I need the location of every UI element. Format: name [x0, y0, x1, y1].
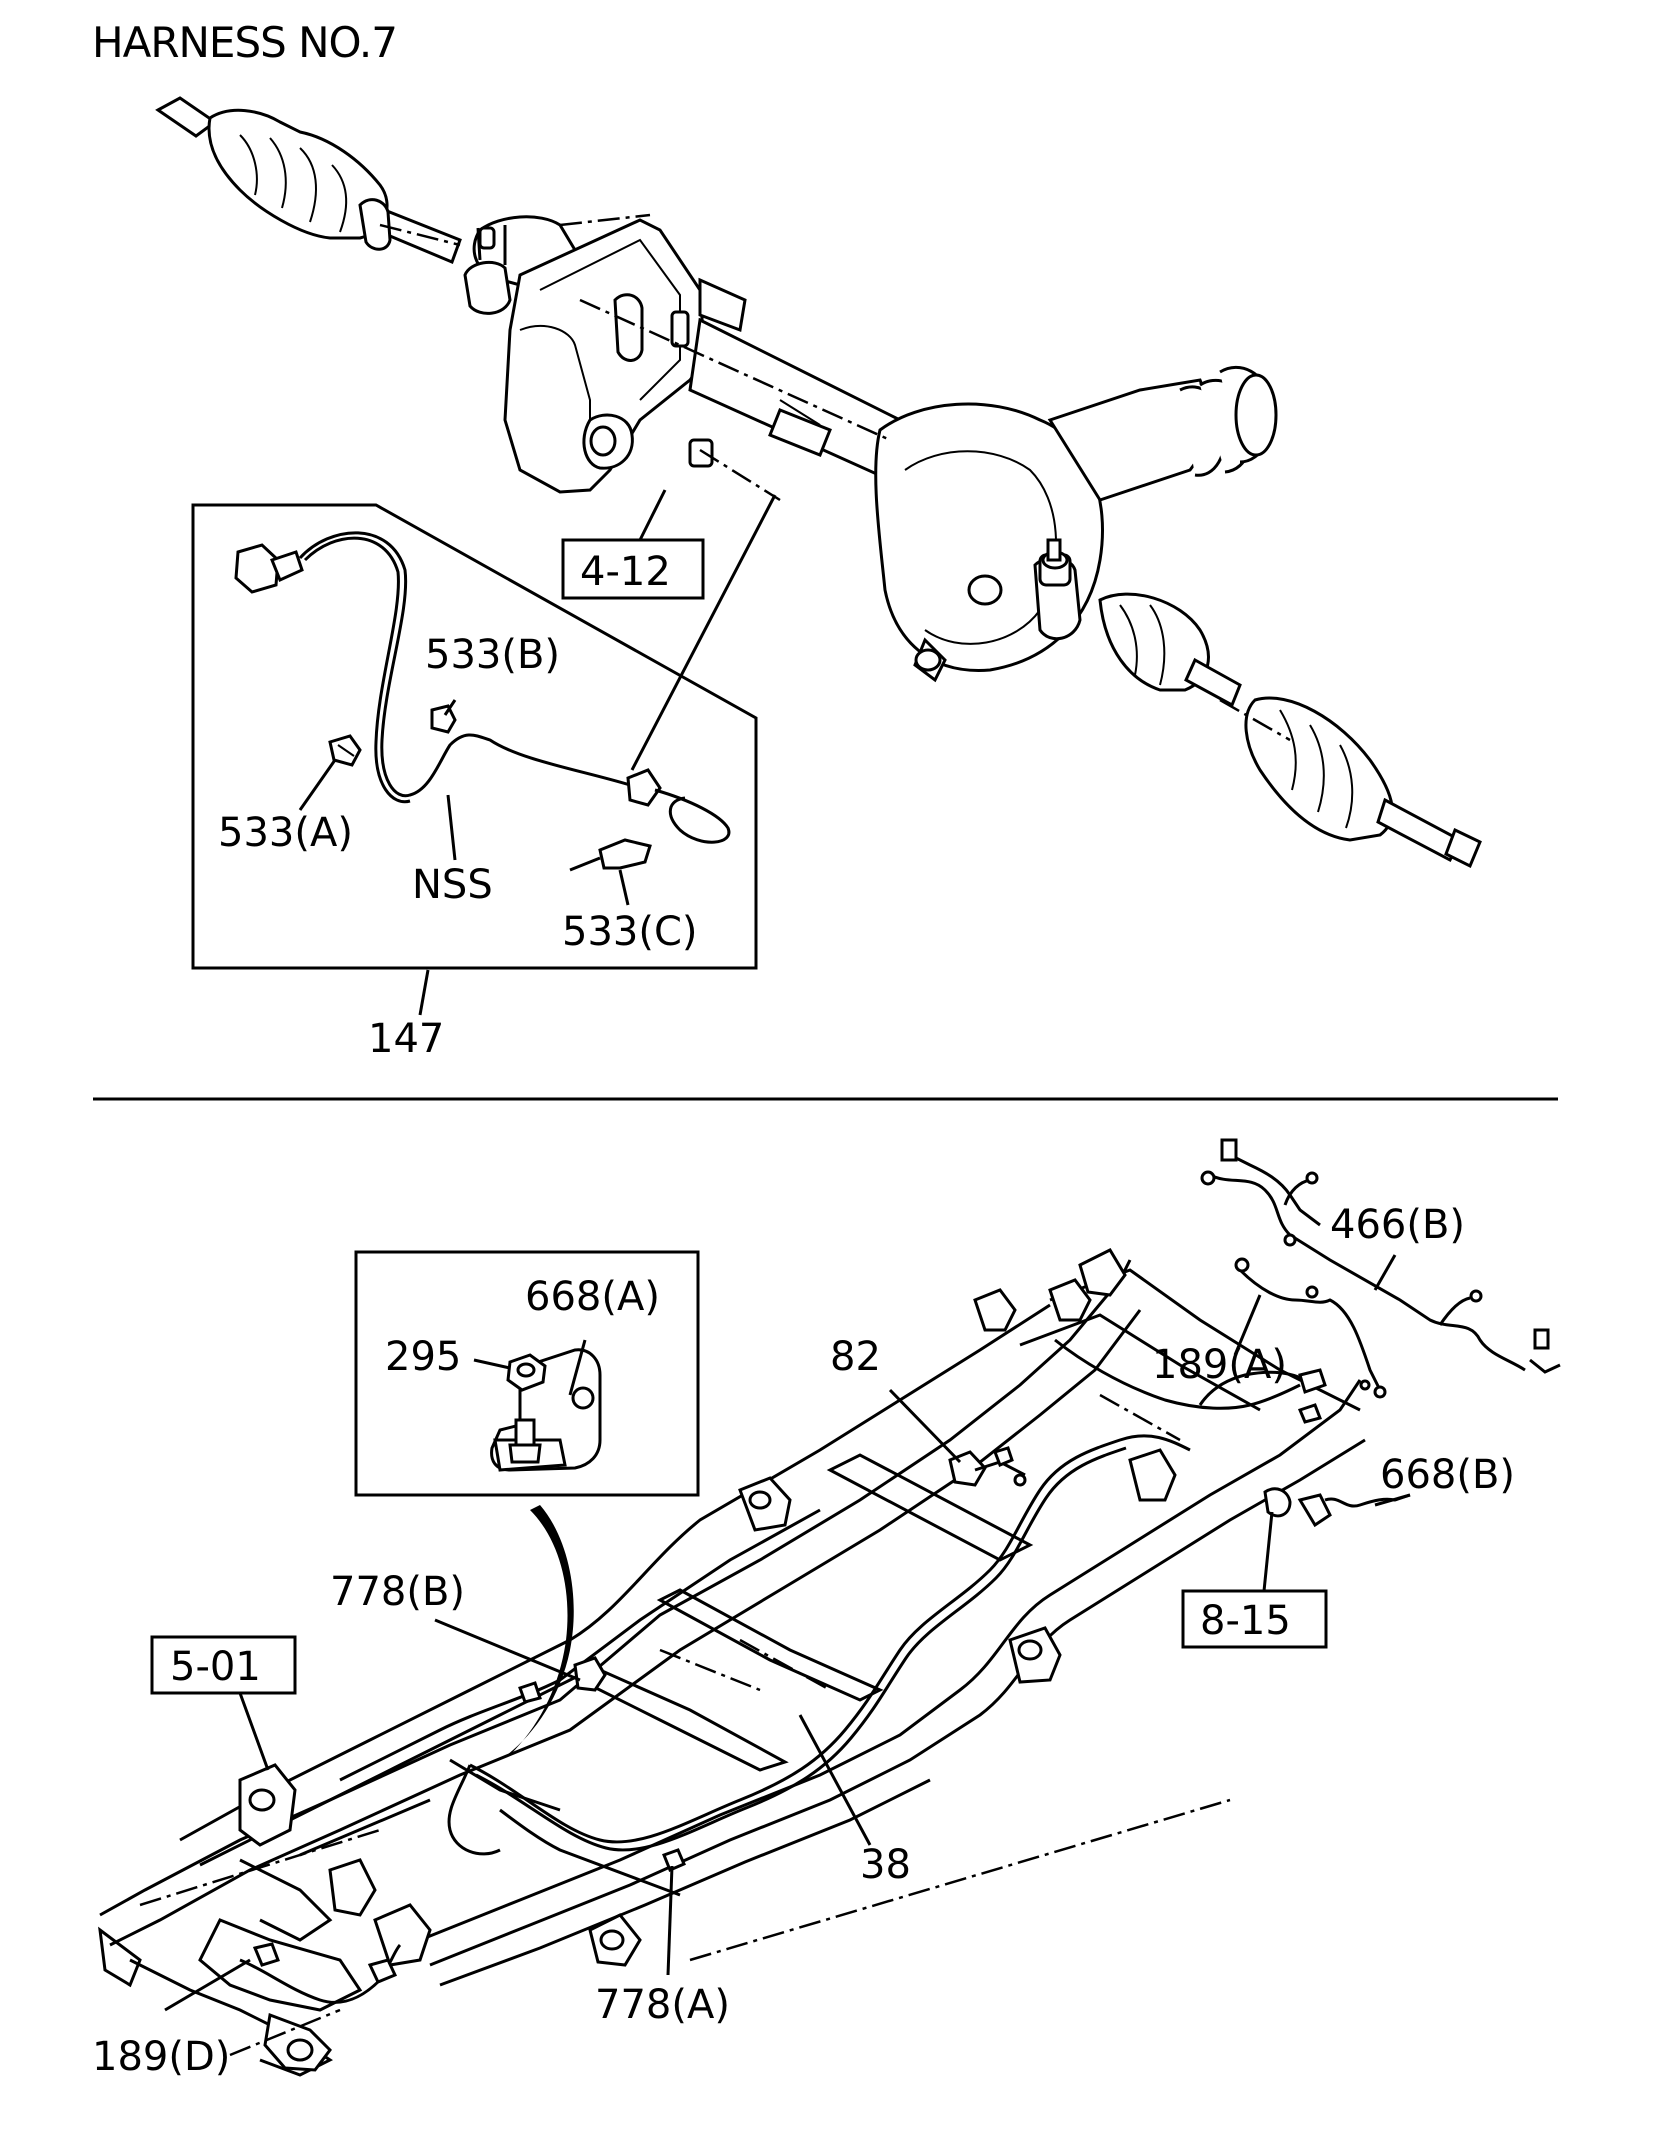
sensor-harness-147: [234, 531, 731, 872]
label-466b: 466(B): [1330, 1202, 1465, 1248]
leader-8-15: [1262, 1511, 1274, 1592]
ref-4-12-label: 4-12: [580, 549, 671, 595]
sensor-loop: [654, 788, 731, 844]
harness-wire: [298, 531, 631, 798]
right-drive-shaft: [1098, 592, 1482, 869]
leader-668b: [1374, 1493, 1411, 1507]
ref-5-01-label: 5-01: [170, 1644, 261, 1690]
detail-arrow: [500, 1505, 574, 1760]
leader-147: [418, 969, 430, 1016]
harness-189d: [239, 1942, 402, 2004]
label-533a: 533(A): [218, 810, 353, 856]
leader-nss: [446, 794, 457, 861]
leader-533a: [298, 759, 337, 811]
label-668b: 668(B): [1380, 1452, 1515, 1498]
label-778a: 778(A): [595, 1982, 730, 2028]
ref-box-8-15: [1181, 1589, 1328, 1649]
axle-housing: [503, 218, 1278, 683]
harness-466b: [1200, 1138, 1561, 1374]
harness-connector: [234, 543, 280, 594]
label-38: 38: [860, 1842, 911, 1888]
clip-778b: [518, 1656, 607, 1704]
leader-466b: [1373, 1254, 1397, 1291]
harness-38: [447, 1434, 1191, 1897]
inset-harness-147: [191, 503, 758, 970]
label-778b: 778(B): [330, 1569, 465, 1615]
label-295: 295: [385, 1334, 461, 1380]
ref-box-5-01: [150, 1635, 297, 1695]
leader-sensor-to-axle: [630, 494, 777, 771]
left-drive-shaft: [155, 96, 462, 264]
connector-82: [948, 1446, 1027, 1487]
leader-4-12: [638, 489, 667, 541]
label-668a: 668(A): [525, 1274, 660, 1320]
wire-grommet: [626, 768, 662, 807]
label-189a: 189(A): [1152, 1342, 1287, 1388]
label-82: 82: [830, 1334, 881, 1380]
label-189d: 189(D): [92, 2034, 230, 2080]
clip-778a: [662, 1848, 686, 1872]
leader-778b: [434, 1618, 581, 1682]
label-533c: 533(C): [562, 909, 698, 955]
leader-38: [798, 1714, 872, 1846]
leader-189d: [164, 1958, 251, 2012]
harness-189a: [1054, 1257, 1387, 1424]
ref-8-15-label: 8-15: [1200, 1598, 1291, 1644]
ref-box-4-12: [561, 538, 705, 600]
leader-82: [888, 1388, 962, 1464]
label-nss: NSS: [412, 862, 493, 908]
leader-295: [473, 1358, 511, 1370]
label-533b: 533(B): [425, 632, 560, 678]
clip-533c: [598, 838, 652, 870]
leader-668a: [568, 1339, 587, 1396]
bracket-668b: [1263, 1487, 1411, 1528]
diagram-title: HARNESS NO.7: [92, 18, 398, 67]
label-147: 147: [368, 1016, 444, 1062]
clip-533b: [430, 704, 457, 734]
inset-bracket-668a: [354, 1250, 700, 1497]
leader-778a: [666, 1865, 674, 1976]
leader-533c: [618, 869, 630, 906]
leader-533b: [443, 699, 457, 716]
bolt-295: [506, 1353, 547, 1464]
leader-5-01: [238, 1692, 270, 1771]
leader-189a: [1233, 1294, 1262, 1356]
left-knuckle: [463, 215, 577, 315]
front-axle-assembly: [155, 96, 1482, 869]
